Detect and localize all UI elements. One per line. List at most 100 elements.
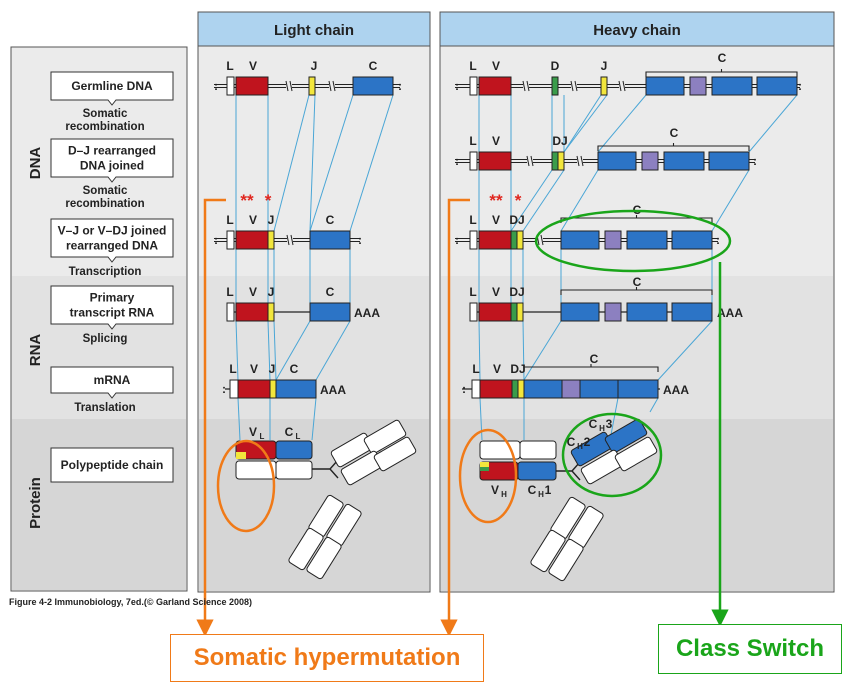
label-dj: DJ <box>509 213 524 227</box>
connector-line <box>309 94 316 232</box>
step-box <box>50 71 174 106</box>
mutation-asterisk: * <box>515 191 522 210</box>
label-v: V <box>492 285 500 299</box>
poly-a-tail: AAA <box>663 383 689 397</box>
heavy-chain-header <box>439 11 835 47</box>
j-exon <box>557 151 565 171</box>
c-exon <box>708 151 750 171</box>
hinge-exon <box>689 76 707 96</box>
j-exon <box>516 230 524 250</box>
step-box <box>50 218 174 263</box>
c-exon <box>671 302 713 322</box>
label-ch3-num: 3 <box>606 417 613 431</box>
label-l: L <box>469 59 476 73</box>
c-exon <box>663 151 705 171</box>
step-box <box>50 285 174 330</box>
strand-break <box>286 81 292 91</box>
break-mark <box>530 155 534 167</box>
j-exon <box>308 76 316 96</box>
strand-break <box>619 81 625 91</box>
label-j: J <box>268 213 275 227</box>
connector-line <box>560 169 599 232</box>
connector-line <box>237 397 241 441</box>
step-box <box>50 447 174 483</box>
connector-line <box>479 397 483 441</box>
j-exon <box>600 76 608 96</box>
connector-line <box>597 94 647 153</box>
left-end-mark: : <box>222 382 226 396</box>
mutation-asterisks: ** <box>489 191 503 210</box>
strand-break <box>571 81 577 91</box>
break-mark <box>290 234 294 246</box>
connector-line <box>273 320 277 381</box>
label-ch3-sub: H <box>599 424 605 433</box>
step-arrow-text: Somatic <box>83 185 128 197</box>
utr <box>471 379 481 399</box>
connector-line <box>563 94 608 153</box>
label-v: V <box>249 213 257 227</box>
class-switch-callout: Class Switch <box>658 624 842 674</box>
step-box-text: DNA joined <box>80 159 144 173</box>
d-exon <box>511 379 519 399</box>
hinge-exon <box>604 302 622 322</box>
step-box-text: Polypeptide chain <box>61 458 164 472</box>
step-box-text: mRNA <box>94 373 131 387</box>
label-l: L <box>226 213 233 227</box>
hinge-exon <box>604 230 622 250</box>
right-end-mark: : <box>358 233 362 247</box>
d-exon <box>551 151 559 171</box>
label-c: C <box>369 59 378 73</box>
leader-exon <box>469 76 478 96</box>
section-label-rna: RNA <box>27 334 44 367</box>
hinge-exon <box>641 151 659 171</box>
label-j: J <box>601 59 608 73</box>
arm-domain <box>288 527 324 571</box>
label-vh-sub: H <box>501 490 507 499</box>
label-l: L <box>226 285 233 299</box>
section-label-protein: Protein <box>27 477 44 529</box>
d-exon <box>551 76 559 96</box>
leader-exon <box>469 151 478 171</box>
section-label-dna: DNA <box>27 147 44 180</box>
break-mark <box>570 80 574 92</box>
break-mark <box>622 80 626 92</box>
connector-line <box>315 320 351 381</box>
label-vh: V <box>491 483 499 497</box>
v-exon <box>235 76 269 96</box>
label-ch1-sub: H <box>538 490 544 499</box>
left-end-mark: : <box>214 233 218 247</box>
left-end-mark: : <box>462 382 466 396</box>
heavy-chain-title: Heavy chain <box>593 22 681 39</box>
step-arrow-text: recombination <box>65 198 144 210</box>
fc-upper-2 <box>363 419 407 455</box>
light-variable-highlight <box>216 439 276 533</box>
label-v: V <box>250 362 258 376</box>
label-ch2-sub: H <box>577 442 583 451</box>
left-end-mark: : <box>455 79 459 93</box>
label-c: C <box>290 362 299 376</box>
connector-line <box>609 397 619 441</box>
label-l: L <box>226 59 233 73</box>
label-l: L <box>469 134 476 148</box>
j-exon <box>269 379 277 399</box>
c-exon <box>275 379 317 399</box>
break-mark <box>328 80 332 92</box>
c-exon <box>711 76 753 96</box>
connector-line <box>349 94 394 232</box>
label-j: J <box>311 59 318 73</box>
j-exon <box>267 302 275 322</box>
connector-line <box>522 169 565 232</box>
step-arrow-text: Translation <box>74 402 135 414</box>
c-exon <box>617 379 659 399</box>
break-mark <box>618 80 622 92</box>
label-cl-sub: L <box>296 432 301 441</box>
leader-exon <box>226 230 235 250</box>
c-exon <box>523 379 563 399</box>
label-dj: DJ <box>510 362 525 376</box>
v-exon <box>478 302 512 322</box>
break-mark <box>289 80 293 92</box>
break-mark <box>574 80 578 92</box>
c-exon <box>560 302 600 322</box>
